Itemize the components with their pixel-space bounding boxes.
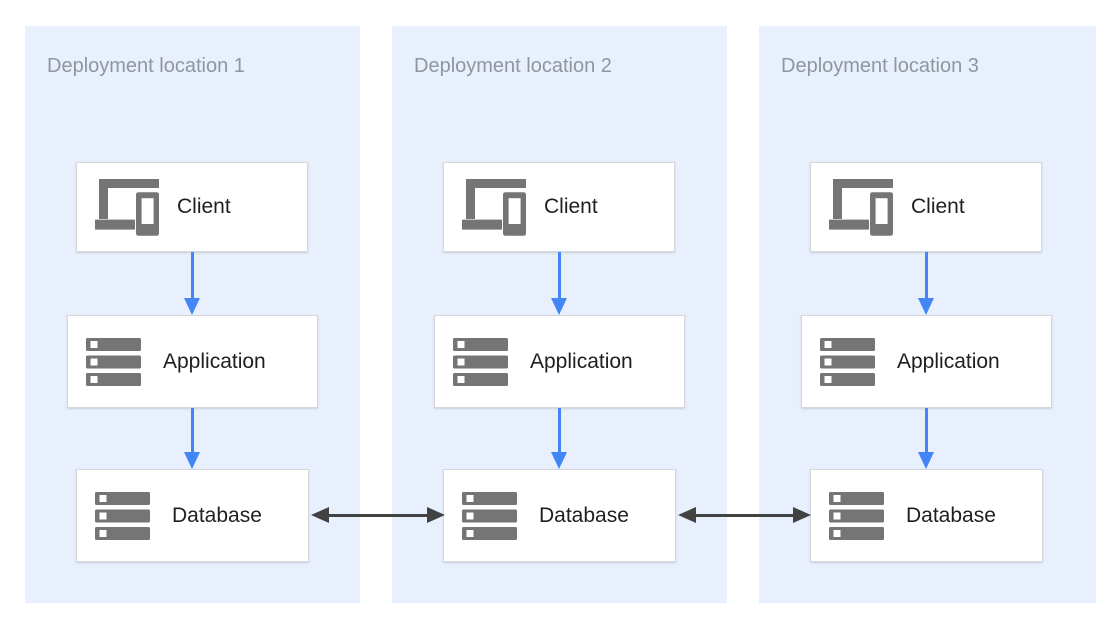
arrow-head-down-icon [918,452,934,469]
node-label: Application [163,349,266,373]
application-node: Application [67,315,318,408]
node-label: Client [911,195,965,218]
arrow-shaft [190,252,194,298]
arrow-shaft [190,408,194,452]
devices-icon [462,178,526,236]
deployment-location-2-panel: Deployment location 2 Client Application [392,26,727,603]
application-node: Application [801,315,1052,408]
database-node: Database [443,469,676,562]
arrow-shaft [557,408,561,452]
node-label: Database [539,503,629,527]
panel-title: Deployment location 3 [781,55,979,77]
servers-icon [820,337,875,386]
flow-arrow-client-to-application [916,252,936,315]
flow-arrow-application-to-database [916,408,936,469]
arrow-head-left-icon [678,507,696,523]
panel-title: Deployment location 1 [47,55,245,77]
arrow-head-down-icon [551,298,567,315]
deployment-location-3-panel: Deployment location 3 Client Application [759,26,1096,603]
arrow-head-down-icon [551,452,567,469]
arrow-shaft [924,252,928,298]
devices-icon [829,178,893,236]
deployment-location-1-panel: Deployment location 1 Client Application [25,26,360,603]
arrow-shaft [924,408,928,452]
arrow-head-right-icon [427,507,445,523]
arrow-head-down-icon [918,298,934,315]
arrow-shaft [557,252,561,298]
servers-icon [95,491,150,540]
servers-icon [462,491,517,540]
node-label: Client [544,195,598,218]
servers-icon [829,491,884,540]
flow-arrow-client-to-application [549,252,569,315]
node-label: Database [172,503,262,527]
replication-arrow-database2-database3 [678,506,811,524]
arrow-shaft [329,513,427,517]
node-label: Application [530,349,633,373]
servers-icon [453,337,508,386]
client-node: Client [810,162,1042,252]
panel-title: Deployment location 2 [414,55,612,77]
database-node: Database [810,469,1043,562]
flow-arrow-client-to-application [182,252,202,315]
replication-arrow-database1-database2 [311,506,445,524]
flow-arrow-application-to-database [182,408,202,469]
node-label: Client [177,195,231,218]
arrow-head-left-icon [311,507,329,523]
arrow-head-down-icon [184,298,200,315]
devices-icon [95,178,159,236]
application-node: Application [434,315,685,408]
database-node: Database [76,469,309,562]
node-label: Application [897,349,1000,373]
arrow-shaft [696,513,793,517]
flow-arrow-application-to-database [549,408,569,469]
client-node: Client [76,162,308,252]
node-label: Database [906,503,996,527]
servers-icon [86,337,141,386]
client-node: Client [443,162,675,252]
arrow-head-down-icon [184,452,200,469]
arrow-head-right-icon [793,507,811,523]
